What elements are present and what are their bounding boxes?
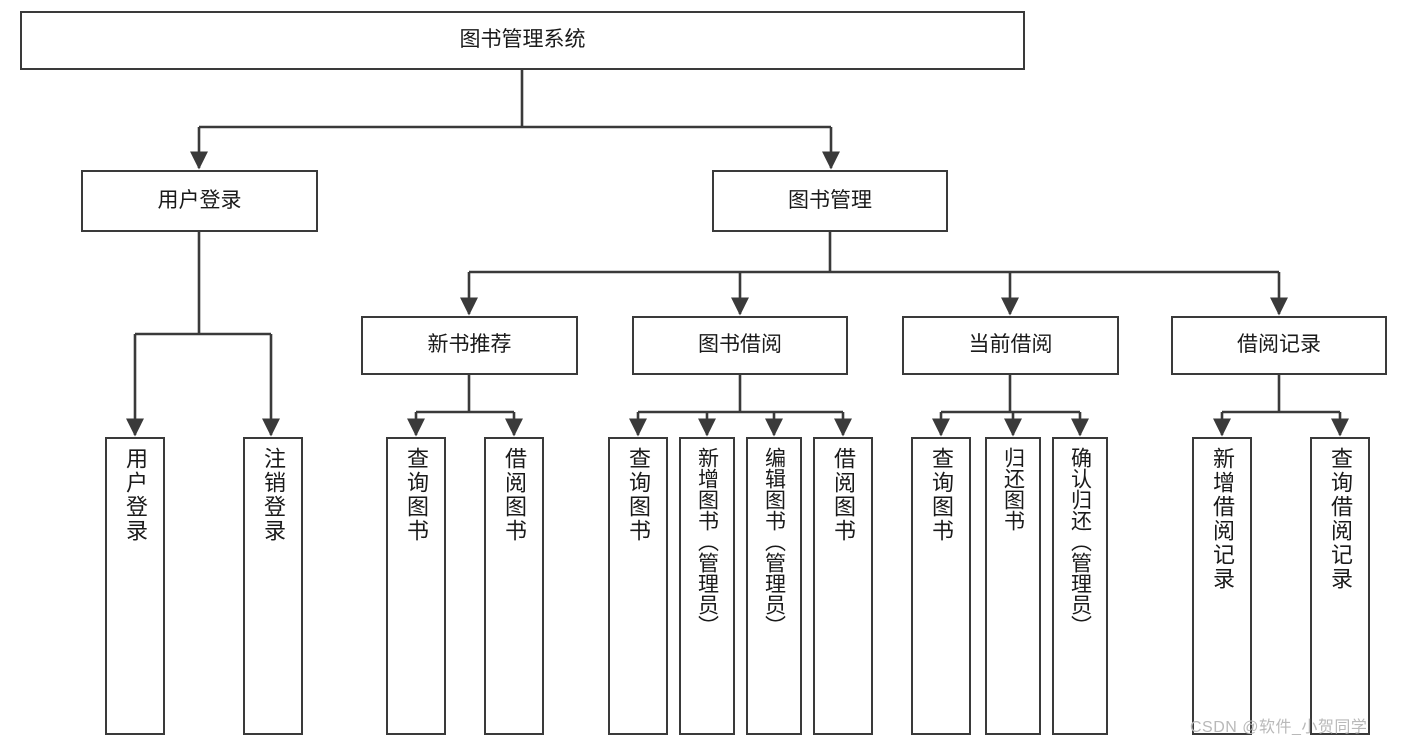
leaf-confirm-return-label: 确认归还（管理员） — [1068, 447, 1092, 636]
leaf-return-book-label: 归还图书 — [1001, 447, 1025, 531]
node-book-borrow[interactable]: 图书借阅 — [632, 316, 848, 375]
node-current-borrow-label: 当前借阅 — [968, 333, 1053, 357]
node-user-login[interactable]: 用户登录 — [81, 170, 318, 232]
leaf-query-book-2[interactable]: 查询图书 — [608, 437, 668, 735]
node-root-label: 图书管理系统 — [459, 28, 586, 52]
leaf-query-book-3-label: 查询图书 — [929, 447, 954, 543]
leaf-user-logout-label: 注销登录 — [261, 447, 286, 543]
leaf-borrow-book-1-label: 借阅图书 — [502, 447, 527, 543]
leaf-user-login-label: 用户登录 — [123, 447, 148, 543]
leaf-confirm-return[interactable]: 确认归还（管理员） — [1052, 437, 1108, 735]
leaf-add-record-label: 新增借阅记录 — [1210, 447, 1235, 591]
node-root[interactable]: 图书管理系统 — [20, 11, 1025, 70]
node-book-manage-label: 图书管理 — [788, 188, 872, 212]
leaf-query-book-3[interactable]: 查询图书 — [911, 437, 971, 735]
node-book-manage[interactable]: 图书管理 — [712, 170, 948, 232]
node-user-login-label: 用户登录 — [157, 188, 242, 212]
node-borrow-record-label: 借阅记录 — [1237, 333, 1321, 357]
leaf-add-book-label: 新增图书（管理员） — [695, 447, 719, 636]
leaf-user-login[interactable]: 用户登录 — [105, 437, 165, 735]
leaf-query-record-label: 查询借阅记录 — [1328, 447, 1353, 591]
leaf-edit-book[interactable]: 编辑图书（管理员） — [746, 437, 802, 735]
leaf-query-record[interactable]: 查询借阅记录 — [1310, 437, 1370, 735]
leaf-add-record[interactable]: 新增借阅记录 — [1192, 437, 1252, 735]
leaf-user-logout[interactable]: 注销登录 — [243, 437, 303, 735]
leaf-borrow-book-2[interactable]: 借阅图书 — [813, 437, 873, 735]
leaf-query-book-2-label: 查询图书 — [626, 447, 651, 543]
node-new-book-rec-label: 新书推荐 — [427, 333, 512, 357]
leaf-borrow-book-1[interactable]: 借阅图书 — [484, 437, 544, 735]
leaf-return-book[interactable]: 归还图书 — [985, 437, 1041, 735]
csdn-watermark: CSDN @软件_小贺同学 — [1190, 719, 1368, 736]
leaf-add-book[interactable]: 新增图书（管理员） — [679, 437, 735, 735]
leaf-query-book-1[interactable]: 查询图书 — [386, 437, 446, 735]
leaf-query-book-1-label: 查询图书 — [404, 447, 429, 543]
node-new-book-rec[interactable]: 新书推荐 — [361, 316, 578, 375]
leaf-edit-book-label: 编辑图书（管理员） — [762, 447, 786, 636]
node-borrow-record[interactable]: 借阅记录 — [1171, 316, 1387, 375]
node-current-borrow[interactable]: 当前借阅 — [902, 316, 1119, 375]
node-book-borrow-label: 图书借阅 — [698, 333, 782, 357]
leaf-borrow-book-2-label: 借阅图书 — [831, 447, 856, 543]
